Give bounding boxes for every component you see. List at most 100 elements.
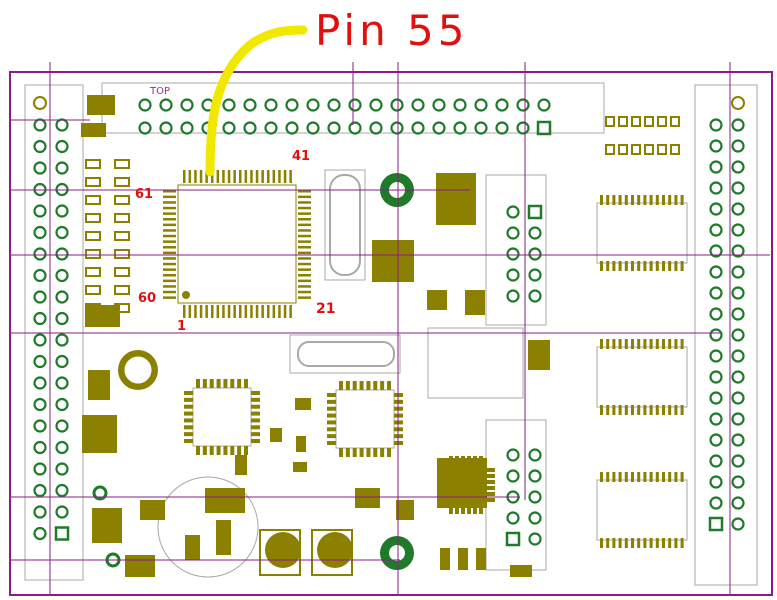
chip-pin [298,206,311,210]
chip-pin [298,218,311,221]
chip-pin [606,195,610,205]
chip-pin [662,195,665,205]
right-pin-header [708,118,745,532]
header-pin [528,532,542,546]
chip-pin [373,381,378,390]
header-pin [731,517,745,531]
header-pin [731,496,745,510]
chip-pin [244,305,248,318]
header-pin [33,118,47,132]
chip-pin [600,405,603,415]
chip-pin [223,379,228,388]
chip-pin [298,246,311,249]
chip-pin [606,405,610,415]
chip-pin [163,212,176,215]
misc-components [81,95,550,577]
chip-pin [637,339,641,349]
chip-pin [637,195,641,205]
chip-body [177,184,297,304]
resistor [85,177,101,187]
header-pin [33,397,47,412]
chip-pin [680,195,684,205]
chip-pin [183,170,186,183]
header-pin-square [527,204,543,220]
chip-pin [298,223,311,227]
chip-pin [612,472,616,482]
chip-pin [250,305,253,318]
header-pin [180,121,194,135]
chip-body [335,389,395,449]
chip-pin [298,234,311,238]
chip-pin [239,170,242,183]
header-pin [55,505,69,519]
chip-pin [662,538,665,548]
chip-pin [649,405,653,415]
header-pin [222,98,236,112]
chip-pin [163,240,176,243]
header-pin [159,121,173,135]
header-pin [731,202,745,216]
chip-pin [600,538,603,548]
chip-pin [327,434,336,439]
header-pin [55,290,69,304]
chip-pin [163,257,176,260]
chip-pin [244,379,248,388]
header-pin [709,496,723,510]
header-pin [731,307,745,321]
chip-pin [655,339,659,349]
chip-pin [255,305,259,318]
chip-pin [612,261,616,271]
header-pin [731,139,745,153]
chip-pin [467,505,471,514]
chip-pin [618,405,622,415]
chip-pin [216,305,220,318]
header-pin [453,121,467,135]
header-pin [731,391,745,405]
pin1-marker [182,291,190,299]
chip-pin [298,195,311,199]
main-qfp-chip [163,170,311,318]
top-right-pad-rows [605,116,680,155]
header-pin [495,98,509,112]
chip-pin [163,274,176,277]
chip-pin [267,170,270,183]
right-ic-column [596,195,688,548]
chip-pin [251,432,260,437]
resistor [85,249,101,259]
chip-pin [655,538,659,548]
chip-pin [209,446,214,455]
header-pin [537,98,551,112]
header-pin [731,475,745,489]
chip-pin [163,268,176,271]
chip-pin [600,261,603,271]
chip-pin [163,251,176,255]
chip-pin [631,339,634,349]
chip-pin [202,446,207,455]
header-pin [55,204,69,218]
chip-pin [163,190,176,193]
chip-pin [631,405,634,415]
chip-pin [278,170,281,183]
chip-pin [637,538,641,548]
chip-pin [352,381,357,390]
header-pin [33,505,47,519]
chip-pin [261,170,264,183]
header-pin [55,225,69,240]
chip-pin [600,339,603,349]
chip-pin [251,404,260,409]
header-pin [506,511,520,525]
chip-pin [680,261,684,271]
smd-pad [631,144,641,155]
chip-pin [674,405,678,415]
mid-pin-header-upper [506,204,543,303]
chip-pin [227,305,231,318]
header-pin [709,223,723,237]
header-pin [528,247,542,261]
chip-pin [674,472,678,482]
resistor [114,285,130,295]
chip-pin [486,480,495,484]
header-pin [432,121,446,135]
header-pin [709,181,723,195]
header-pin [390,121,404,135]
